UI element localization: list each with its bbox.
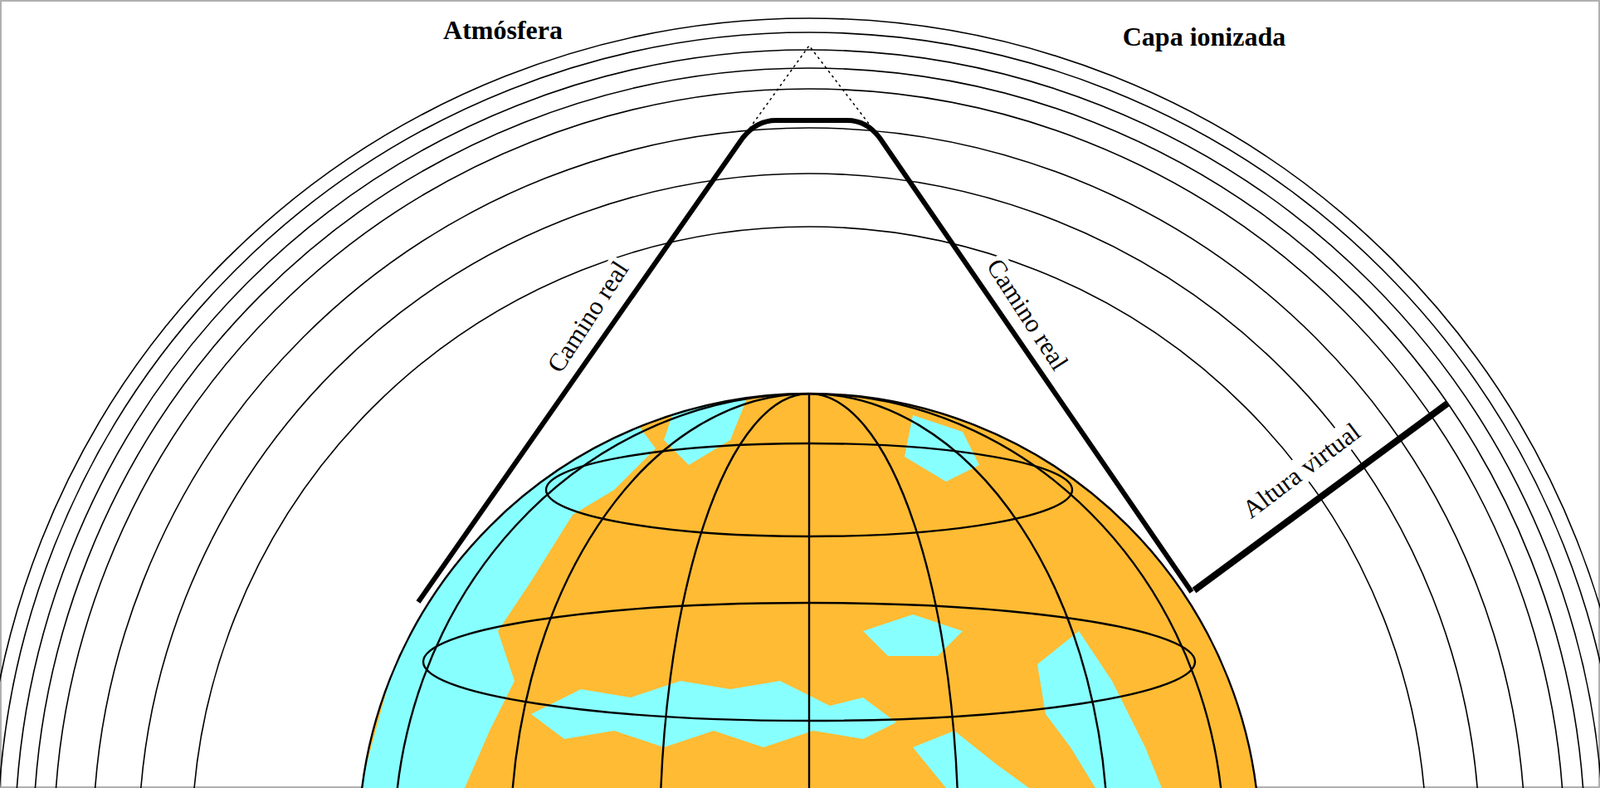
layer-title: Capa ionizada (1120, 22, 1288, 51)
globe (348, 390, 1260, 788)
layer-title: Atmósfera (440, 15, 566, 44)
ray-path (418, 45, 1448, 602)
atmosphere-layers (0, 18, 1600, 788)
